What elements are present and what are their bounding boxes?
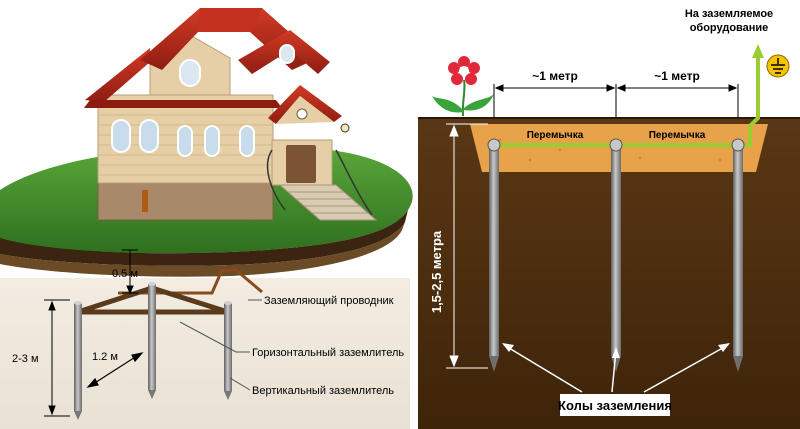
ground-symbol-icon (766, 54, 790, 78)
spacing-label-2: ~1 метр (654, 69, 700, 83)
jumper-label-1: Перемычка (527, 130, 584, 141)
stake-3 (731, 138, 745, 372)
rod-middle (148, 282, 156, 399)
jumper-label-box-2: Перемычка (642, 128, 712, 141)
ground-stakes (487, 138, 745, 372)
left-panel: 0.5 м 2-3 м 1.2 м Заземляющий проводник … (0, 8, 413, 429)
depth-label: 0.5 м (112, 268, 138, 280)
equipment-label-line2: оборудование (690, 22, 769, 34)
height-label: 2-3 м (12, 353, 39, 365)
stake-2 (609, 138, 623, 372)
grounding-conductor (118, 268, 263, 295)
stakes-label: Колы заземления (558, 398, 672, 413)
depth-dimension (122, 249, 138, 295)
vertical-earth-electrodes (74, 282, 232, 420)
spacing-dimensions (493, 84, 739, 118)
height-dimension (44, 299, 70, 417)
stake-1 (487, 138, 501, 372)
horizontal-leader (179, 321, 237, 353)
spacing-dimension (86, 352, 144, 388)
jumper-label-box-1: Перемычка (520, 128, 590, 141)
depth-dimension-right (446, 123, 488, 369)
horizontal-electrode-label: Горизонтальный заземлитель (252, 347, 404, 359)
rod-left (74, 301, 82, 420)
vertical-leader (229, 377, 251, 391)
right-panel: ~1 метр ~1 метр На заземляемое оборудова… (418, 0, 800, 429)
stakes-label-box (560, 394, 670, 416)
equipment-label-line1: На заземляемое (685, 8, 773, 20)
depth-label-right: 1,5-2,5 метра (429, 230, 444, 313)
spacing-label-1: ~1 метр (532, 69, 578, 83)
house-illustration (84, 8, 378, 221)
vertical-electrode-label: Вертикальный заземлитель (252, 385, 394, 397)
ground-wire (494, 44, 764, 147)
conductor-label: Заземляющий проводник (264, 295, 394, 307)
rod-right (224, 301, 232, 400)
flower-icon (432, 56, 494, 117)
spacing-label: 1.2 м (92, 351, 118, 363)
jumper-label-2: Перемычка (649, 130, 706, 141)
